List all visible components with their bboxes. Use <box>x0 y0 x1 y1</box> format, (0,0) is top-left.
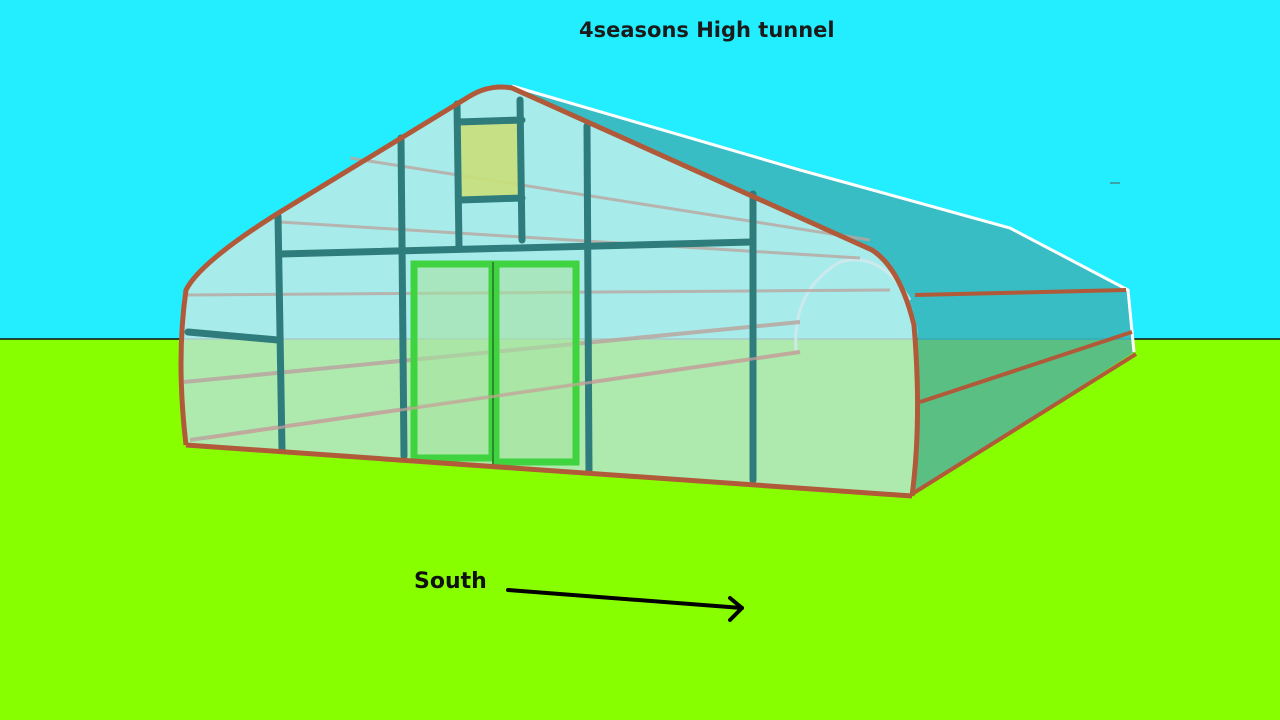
vent-window <box>460 122 522 200</box>
side-rail-bottom <box>910 352 1138 496</box>
side-rail-top <box>914 288 1127 297</box>
side-rail-mid <box>919 330 1133 404</box>
purlin-2 <box>279 220 861 260</box>
double-door <box>410 260 580 466</box>
direction-label: South <box>414 569 487 594</box>
far-arch <box>794 258 912 351</box>
purlin-1 <box>349 156 871 242</box>
ridge-highlight <box>511 84 1136 353</box>
end-wall-base <box>185 442 913 499</box>
arrow-right-icon <box>506 588 744 622</box>
tunnel-side-wall <box>912 340 1134 494</box>
diagram-title: 4seasons High tunnel <box>579 18 835 42</box>
base-rail-bottom <box>207 350 801 440</box>
end-wall-framing <box>184 96 757 484</box>
end-wall-arch <box>178 84 921 497</box>
